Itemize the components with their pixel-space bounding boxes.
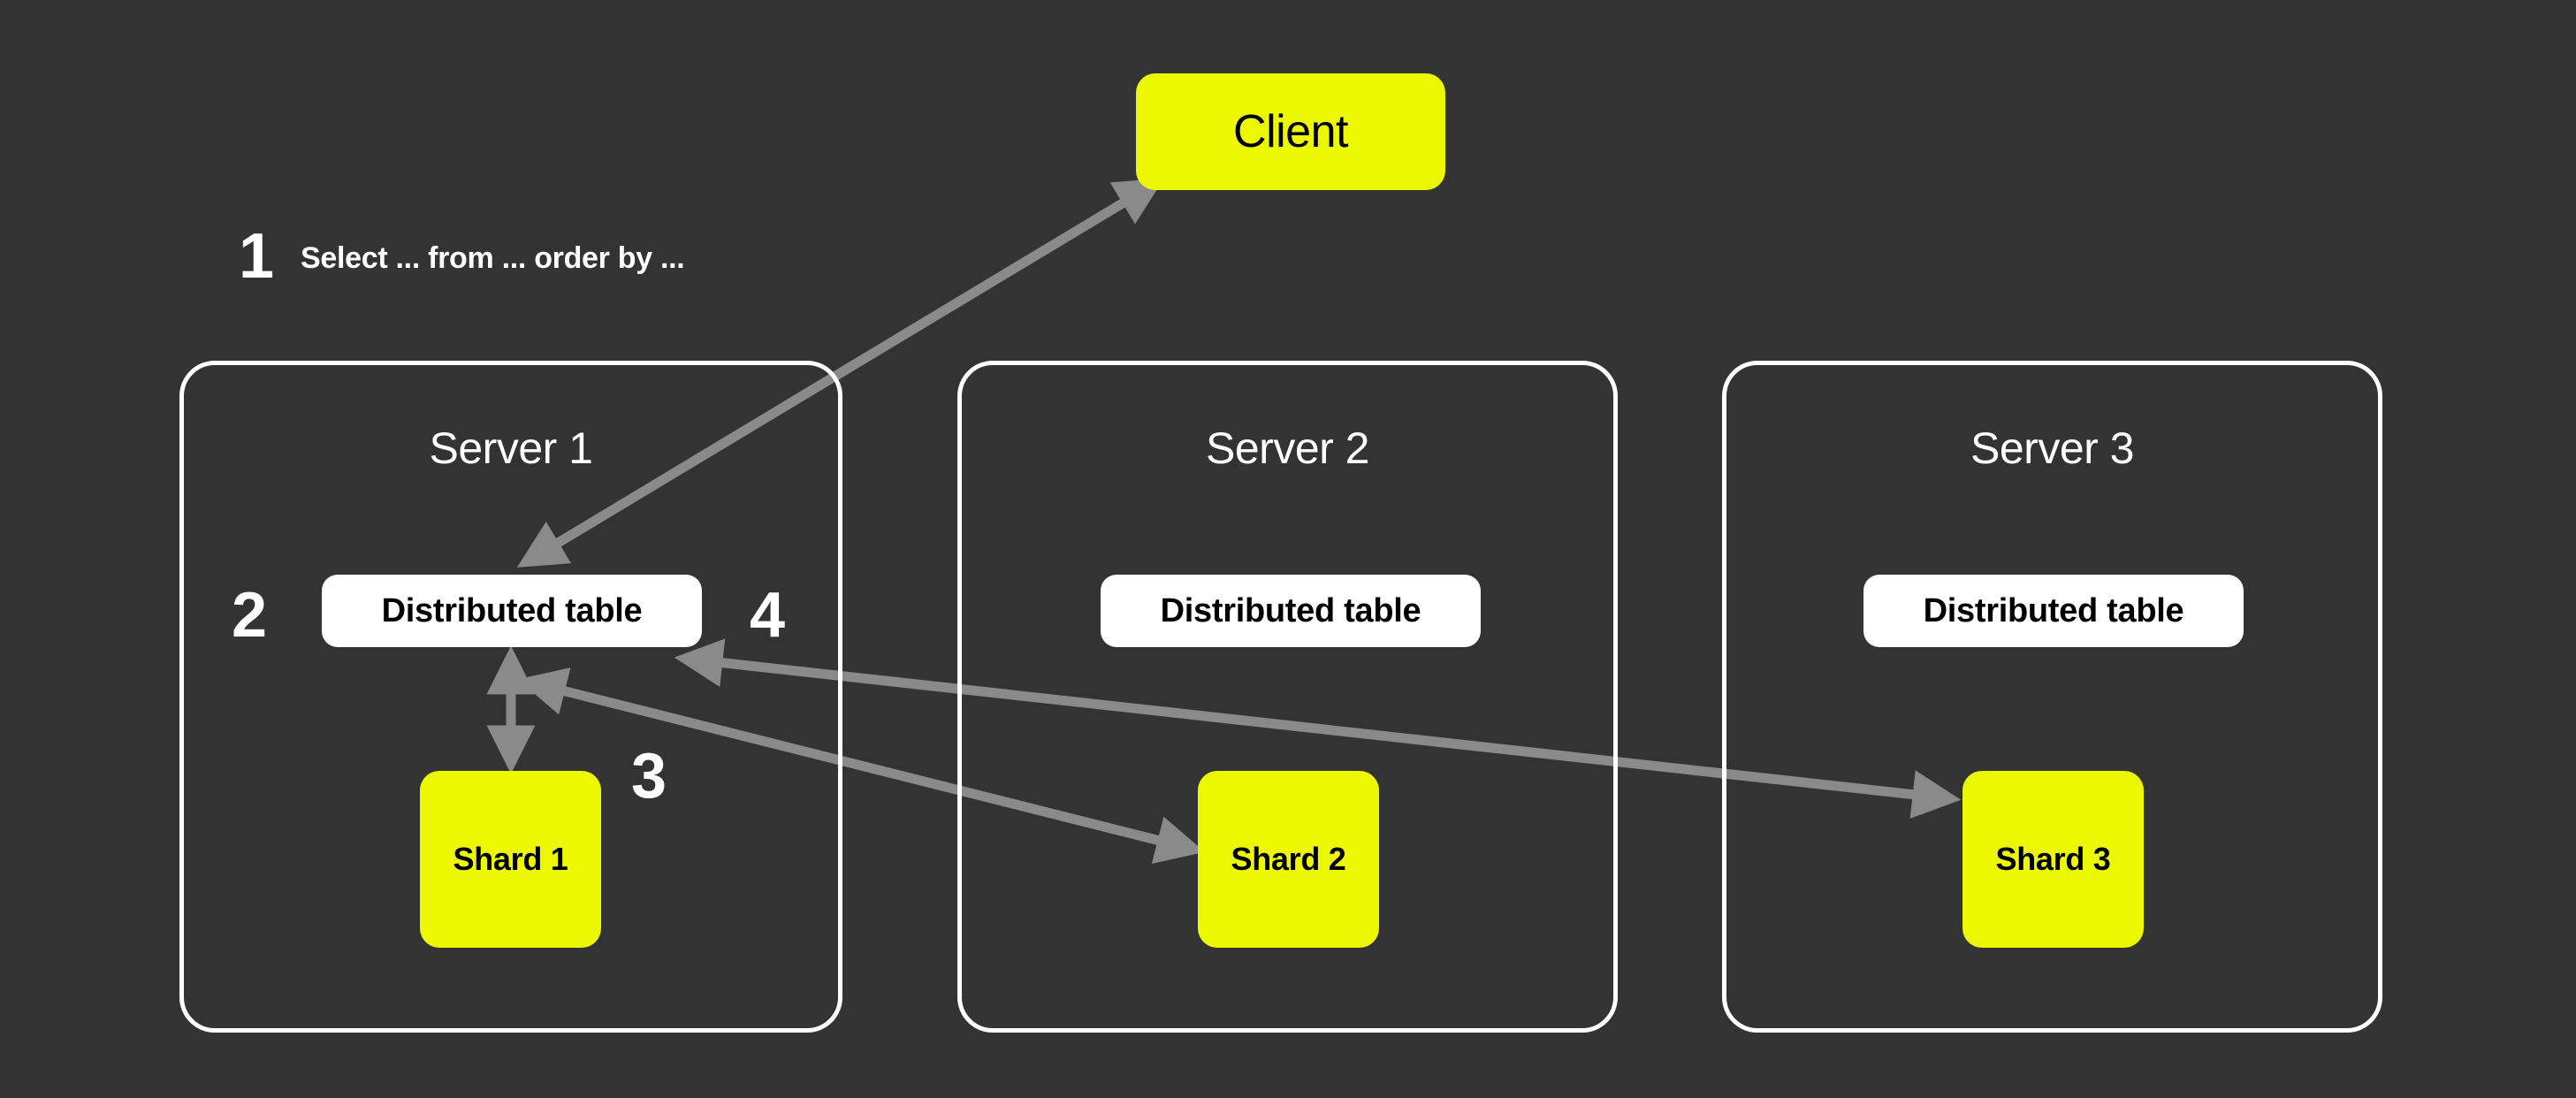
server-1-distributed-table[interactable]: Distributed table (322, 575, 702, 647)
server-2-shard[interactable]: Shard 2 (1198, 771, 1379, 948)
server-2-distributed-table-label: Distributed table (1160, 591, 1421, 629)
client-node[interactable]: Client (1136, 73, 1445, 190)
server-3-distributed-table[interactable]: Distributed table (1863, 575, 2244, 647)
server-1-title: Server 1 (429, 423, 593, 473)
server-2-shard-label: Shard 2 (1231, 841, 1346, 877)
step-caption-1: Select ... from ... order by ... (301, 241, 685, 275)
step-number-2: 2 (232, 580, 267, 651)
server-3-container (1722, 361, 2382, 1033)
server-3-shard[interactable]: Shard 3 (1962, 771, 2144, 948)
server-2-title: Server 2 (1206, 423, 1369, 473)
server-1-distributed-table-label: Distributed table (381, 591, 643, 629)
step-number-4: 4 (750, 580, 785, 651)
server-3-distributed-table-label: Distributed table (1923, 591, 2184, 629)
server-1-shard[interactable]: Shard 1 (420, 771, 601, 948)
step-number-1: 1 (239, 221, 274, 292)
server-2-container (957, 361, 1618, 1033)
server-1-container (179, 361, 842, 1033)
server-2-distributed-table[interactable]: Distributed table (1101, 575, 1481, 647)
step-number-3: 3 (631, 741, 667, 812)
server-3-title: Server 3 (1970, 423, 2134, 473)
server-1-shard-label: Shard 1 (453, 841, 568, 877)
server-3-shard-label: Shard 3 (1995, 841, 2111, 877)
client-label: Client (1233, 106, 1348, 157)
